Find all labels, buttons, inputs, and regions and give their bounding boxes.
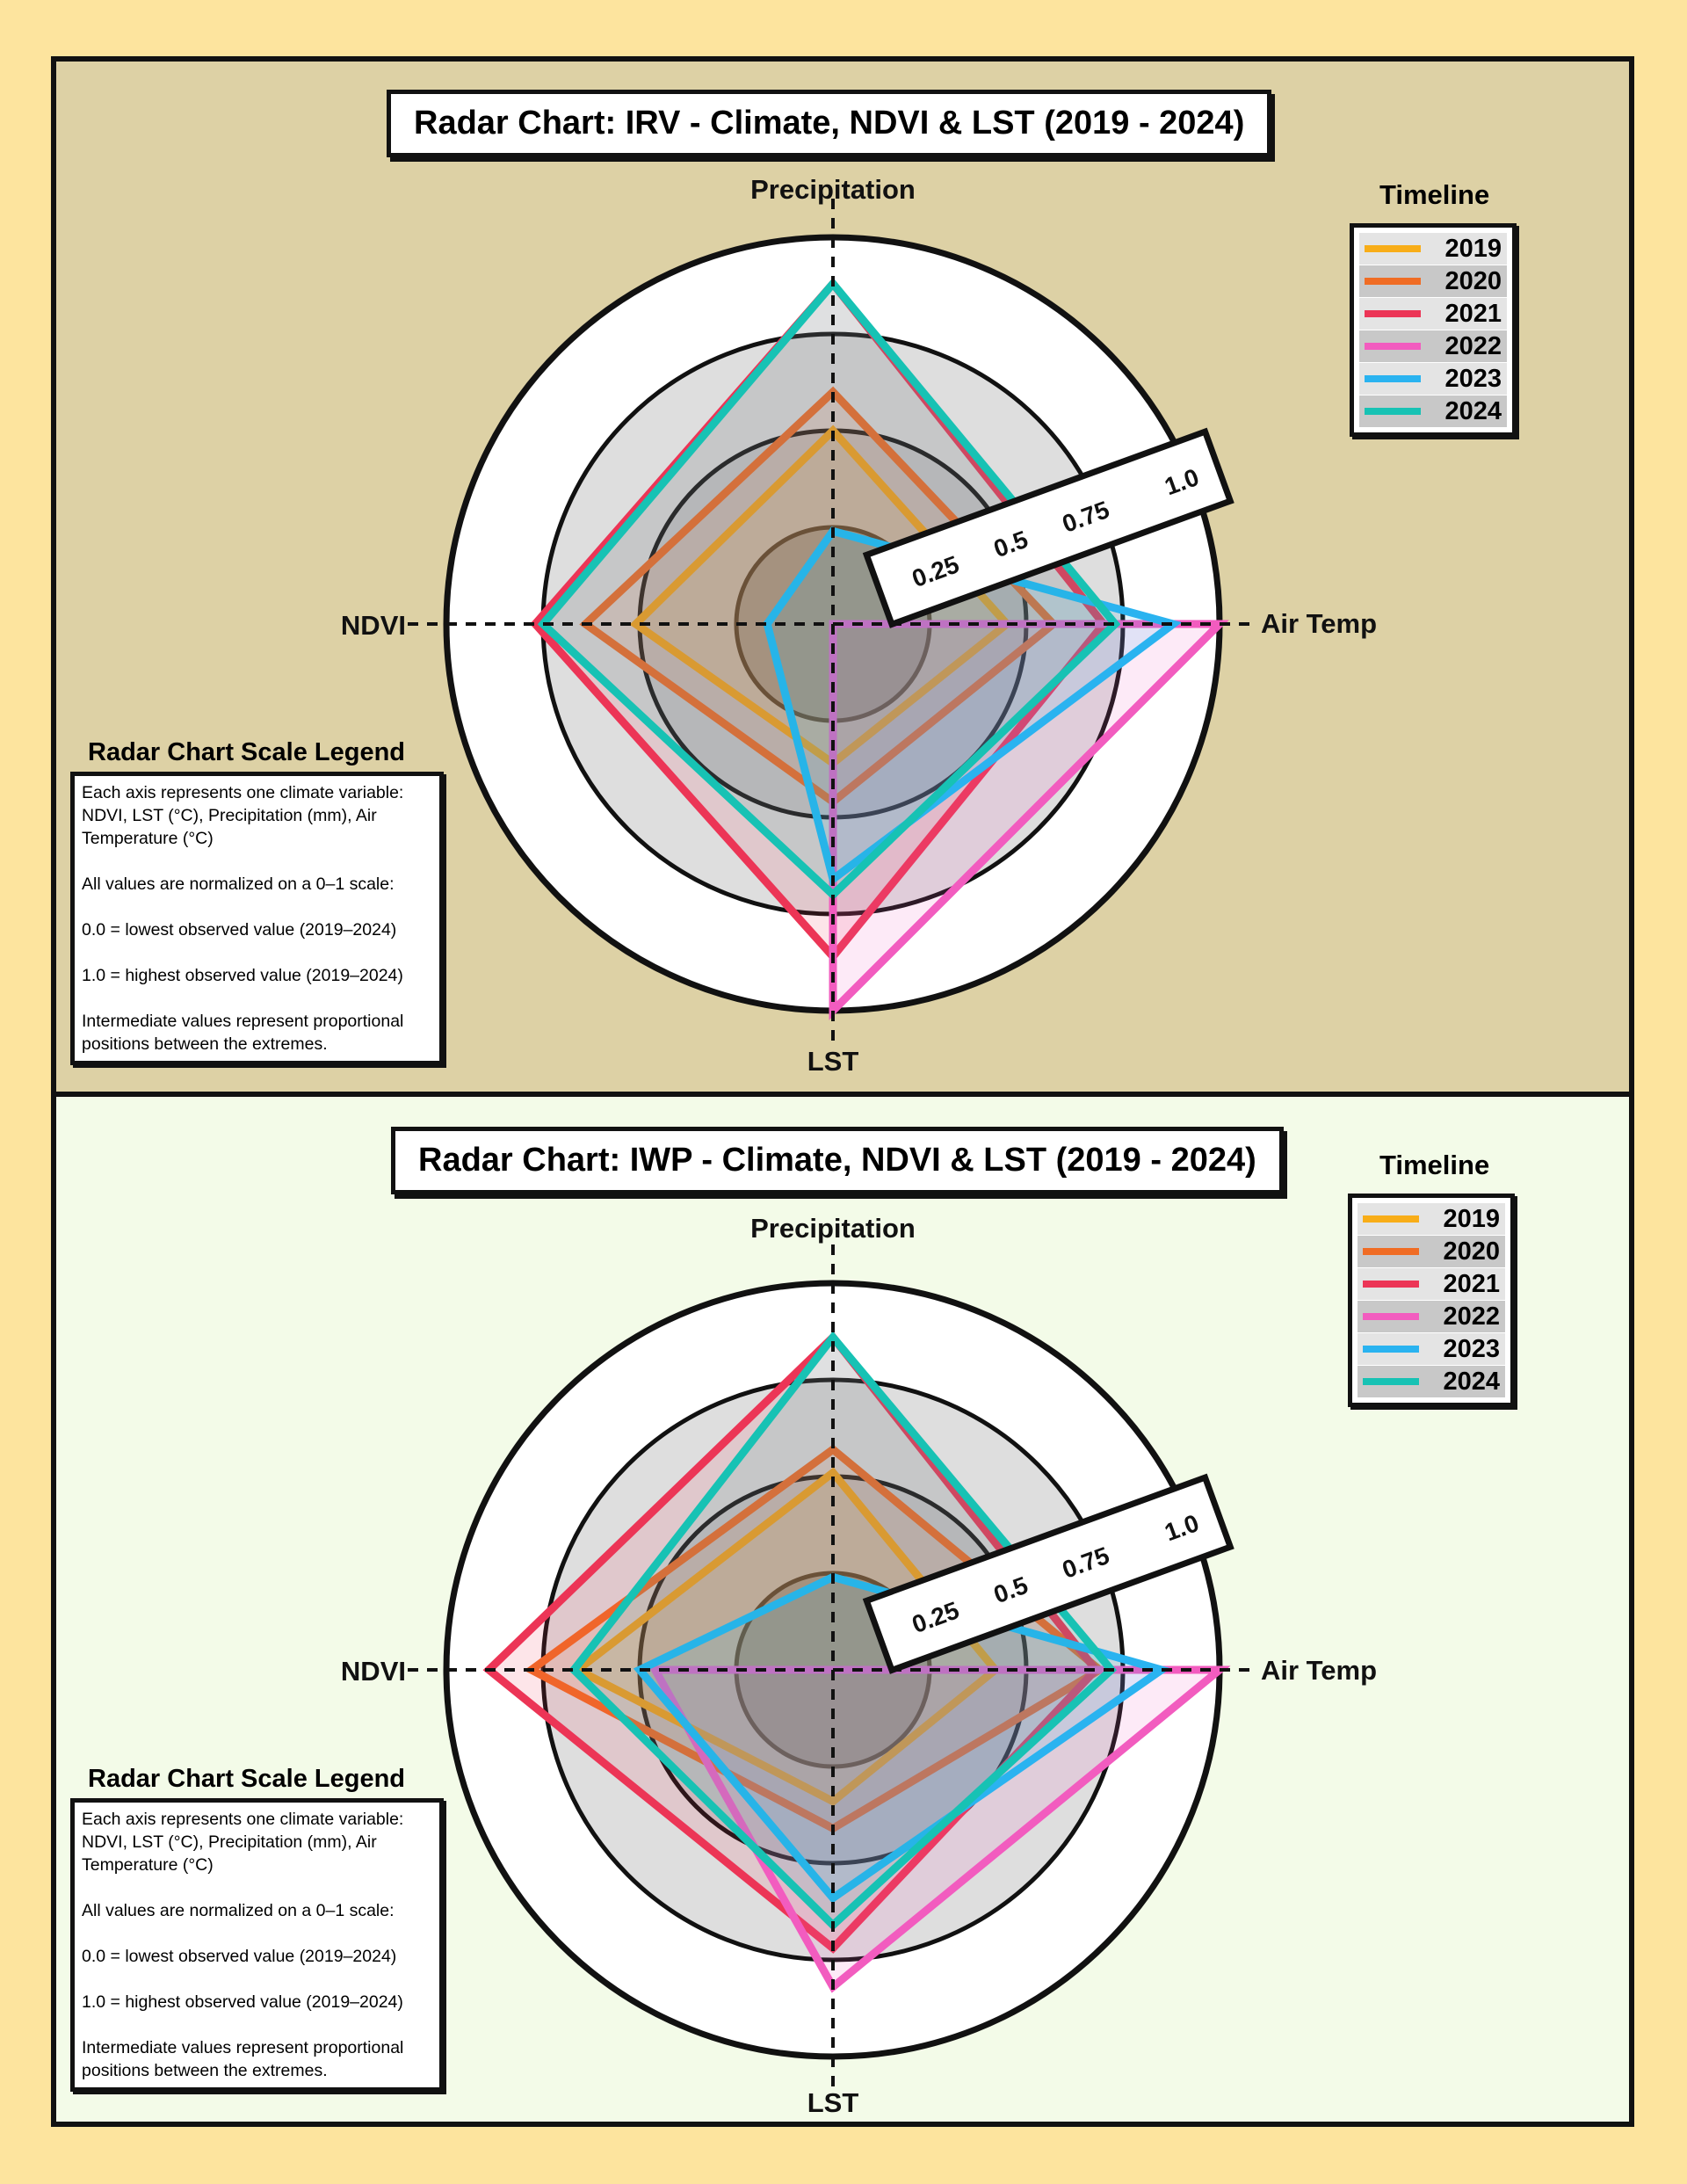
timeline-legend: 2019 2020 2021 2022 2023 2024 bbox=[1350, 223, 1517, 437]
timeline-swatch bbox=[1363, 1215, 1419, 1223]
timeline-year-label: 2023 bbox=[1443, 1334, 1500, 1363]
legend-line: 1.0 = highest observed value (2019–2024) bbox=[82, 1992, 403, 2012]
timeline-year-label: 2024 bbox=[1444, 396, 1502, 425]
axis-label-air-temp: Air Temp bbox=[1261, 1655, 1377, 1686]
timeline-year-label: 2021 bbox=[1443, 1269, 1500, 1298]
legend-line: 1.0 = highest observed value (2019–2024) bbox=[82, 966, 403, 985]
timeline-swatch bbox=[1365, 343, 1421, 350]
axis-label-air-temp: Air Temp bbox=[1261, 608, 1377, 639]
timeline-title: Timeline bbox=[1379, 179, 1490, 210]
axis-label-precipitation: Precipitation bbox=[750, 1213, 916, 1244]
timeline-swatch bbox=[1363, 1313, 1419, 1320]
chart-title: Radar Chart: IRV - Climate, NDVI & LST (… bbox=[387, 90, 1272, 157]
timeline-item-2020: 2020 bbox=[1359, 265, 1507, 297]
timeline-item-2024: 2024 bbox=[1359, 395, 1507, 427]
axis-label-lst: LST bbox=[807, 2087, 859, 2118]
chart-title-text: Radar Chart: IWP - Climate, NDVI & LST (… bbox=[418, 1142, 1256, 1179]
timeline-year-label: 2022 bbox=[1444, 331, 1502, 360]
scale-legend-box: Each axis represents one climate variabl… bbox=[70, 772, 444, 1065]
timeline-item-2023: 2023 bbox=[1358, 1333, 1505, 1365]
poster-frame: Radar Chart: IRV - Climate, NDVI & LST (… bbox=[51, 56, 1634, 2127]
scale-legend-title: Radar Chart Scale Legend bbox=[88, 1765, 405, 1793]
timeline-year-label: 2019 bbox=[1443, 1204, 1500, 1233]
legend-line: Intermediate values represent proportion… bbox=[82, 2038, 404, 2080]
timeline-year-label: 2020 bbox=[1444, 266, 1502, 295]
scale-labels: 0.25 0.5 0.75 1.0 bbox=[862, 427, 1234, 628]
chart-title: Radar Chart: IWP - Climate, NDVI & LST (… bbox=[391, 1127, 1284, 1194]
timeline-swatch bbox=[1365, 245, 1421, 252]
timeline-year-label: 2024 bbox=[1443, 1367, 1500, 1396]
axis-label-ndvi: NDVI bbox=[341, 610, 406, 641]
radar-chart-irv: 0.25 0.5 0.75 1.0 Precipitation Air Temp… bbox=[341, 174, 1377, 1077]
radar-chart-iwp: 0.25 0.5 0.75 1.0 Precipitation Air Temp… bbox=[341, 1213, 1377, 2118]
timeline-swatch bbox=[1363, 1346, 1419, 1353]
timeline-swatch bbox=[1365, 375, 1421, 382]
timeline-year-label: 2023 bbox=[1444, 364, 1502, 393]
timeline-item-2019: 2019 bbox=[1359, 233, 1507, 265]
timeline-swatch bbox=[1365, 408, 1421, 415]
axis-label-precipitation: Precipitation bbox=[750, 174, 916, 205]
legend-line: 0.0 = lowest observed value (2019–2024) bbox=[82, 1947, 397, 1966]
timeline-swatch bbox=[1363, 1378, 1419, 1385]
timeline-year-label: 2021 bbox=[1444, 299, 1502, 328]
scale-labels: 0.25 0.5 0.75 1.0 bbox=[862, 1473, 1234, 1674]
timeline-year-label: 2022 bbox=[1443, 1302, 1500, 1331]
timeline-item-2020: 2020 bbox=[1358, 1236, 1505, 1267]
timeline-swatch bbox=[1365, 310, 1421, 317]
timeline-item-2021: 2021 bbox=[1358, 1268, 1505, 1300]
axis-label-ndvi: NDVI bbox=[341, 1656, 406, 1687]
legend-line: Each axis represents one climate variabl… bbox=[82, 783, 404, 848]
legend-line: Each axis represents one climate variabl… bbox=[82, 1810, 404, 1875]
legend-line: All values are normalized on a 0–1 scale… bbox=[82, 874, 395, 894]
timeline-legend: 2019 2020 2021 2022 2023 2024 bbox=[1348, 1194, 1515, 1407]
legend-line: 0.0 = lowest observed value (2019–2024) bbox=[82, 920, 397, 940]
legend-line: All values are normalized on a 0–1 scale… bbox=[82, 1901, 395, 1920]
timeline-swatch bbox=[1363, 1281, 1419, 1288]
timeline-swatch bbox=[1363, 1248, 1419, 1255]
timeline-item-2023: 2023 bbox=[1359, 363, 1507, 395]
timeline-item-2021: 2021 bbox=[1359, 298, 1507, 330]
scale-legend-title: Radar Chart Scale Legend bbox=[88, 738, 405, 766]
axis-label-lst: LST bbox=[807, 1046, 859, 1077]
scale-label-box bbox=[862, 1473, 1234, 1674]
panel-iwp: Radar Chart: IWP - Climate, NDVI & LST (… bbox=[56, 1097, 1629, 2122]
timeline-title: Timeline bbox=[1379, 1150, 1490, 1180]
timeline-item-2022: 2022 bbox=[1358, 1301, 1505, 1332]
panel-irv: Radar Chart: IRV - Climate, NDVI & LST (… bbox=[56, 62, 1629, 1097]
scale-label-box bbox=[862, 427, 1234, 628]
scale-legend-box: Each axis represents one climate variabl… bbox=[70, 1798, 444, 2092]
timeline-item-2024: 2024 bbox=[1358, 1366, 1505, 1397]
timeline-item-2019: 2019 bbox=[1358, 1203, 1505, 1235]
chart-title-text: Radar Chart: IRV - Climate, NDVI & LST (… bbox=[414, 105, 1245, 141]
series-2023 bbox=[633, 1572, 1171, 1904]
timeline-year-label: 2019 bbox=[1444, 234, 1502, 263]
timeline-swatch bbox=[1365, 278, 1421, 285]
timeline-year-label: 2020 bbox=[1443, 1237, 1500, 1266]
timeline-item-2022: 2022 bbox=[1359, 330, 1507, 362]
legend-line: Intermediate values represent proportion… bbox=[82, 1012, 404, 1054]
